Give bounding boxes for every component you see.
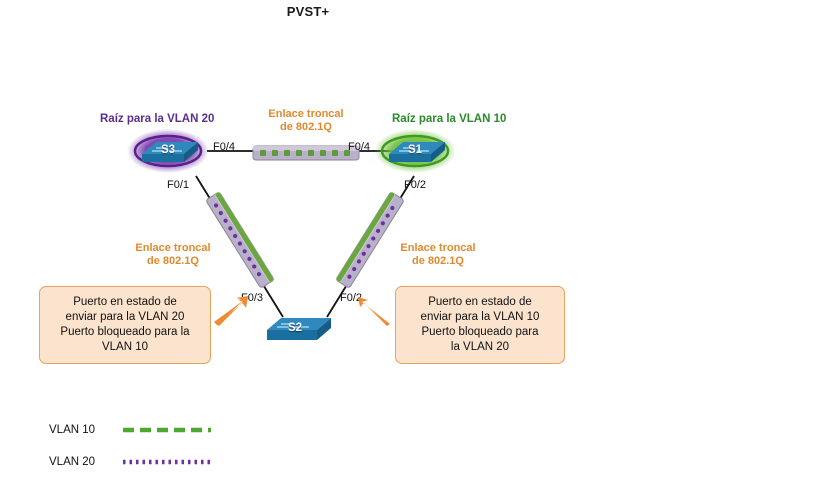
port-label-s3-f04: F0/4 (213, 141, 236, 153)
callout-right-line3: Puerto bloqueado para (421, 326, 539, 338)
callout-right: Puerto en estado de enviar para la VLAN … (395, 286, 565, 364)
port-label-s2-f02: F0/2 (340, 292, 363, 304)
legend-swatch-vlan20-icon (123, 459, 211, 465)
switch-s3[interactable]: S3 (126, 126, 210, 176)
root-label-vlan20: Raíz para la VLAN 20 (100, 113, 215, 125)
trunk-label-top-line1: Enlace troncal (268, 108, 344, 120)
root-label-vlan10: Raíz para la VLAN 10 (392, 113, 507, 125)
trunk-label-right: Enlace troncal de 802.1Q (375, 242, 501, 268)
callout-left-line1: Puerto en estado de (73, 296, 177, 308)
port-label-s1-f04: F0/4 (348, 141, 371, 153)
switch-s1[interactable]: S1 (373, 126, 457, 176)
callout-left-line3: Puerto bloqueado para la (60, 326, 190, 338)
callout-left-line2: enviar para la VLAN 20 (65, 311, 185, 323)
trunk-label-top-line2: de 802.1Q (280, 121, 332, 133)
legend-item-vlan10: VLAN 10 (49, 420, 213, 440)
callout-right-line4: la VLAN 20 (450, 341, 510, 353)
legend-item-vlan20: VLAN 20 (49, 452, 213, 472)
trunk-label-right-line2: de 802.1Q (412, 255, 464, 267)
callout-left-line4: VLAN 10 (101, 341, 149, 353)
legend-label-vlan20: VLAN 20 (49, 456, 96, 468)
legend-label-vlan10: VLAN 10 (49, 424, 96, 436)
trunk-label-left: Enlace troncal de 802.1Q (110, 242, 236, 268)
callout-right-line1: Puerto en estado de (428, 296, 532, 308)
callout-right-arrow-icon (358, 297, 390, 326)
callout-left: Puerto en estado de enviar para la VLAN … (39, 286, 211, 364)
trunk-label-top: Enlace troncal de 802.1Q (243, 108, 369, 134)
trunk-label-right-line1: Enlace troncal (400, 242, 476, 254)
legend-swatch-vlan10-icon (123, 427, 211, 433)
callout-left-arrow-icon (214, 296, 248, 326)
switch-s2[interactable]: S2 (255, 308, 339, 352)
trunk-cable-left (206, 192, 274, 288)
legend: VLAN 10 VLAN 20 (49, 420, 213, 472)
trunk-label-left-line1: Enlace troncal (135, 242, 211, 254)
port-label-s3-f01: F0/1 (167, 179, 190, 191)
trunk-label-left-line2: de 802.1Q (147, 255, 199, 267)
page-title: PVST+ (286, 4, 330, 19)
trunk-cable-right (336, 192, 404, 288)
callout-right-line2: enviar para la VLAN 10 (420, 311, 540, 323)
port-label-s1-f02: F0/2 (404, 179, 427, 191)
trunk-cable-top (252, 145, 360, 161)
